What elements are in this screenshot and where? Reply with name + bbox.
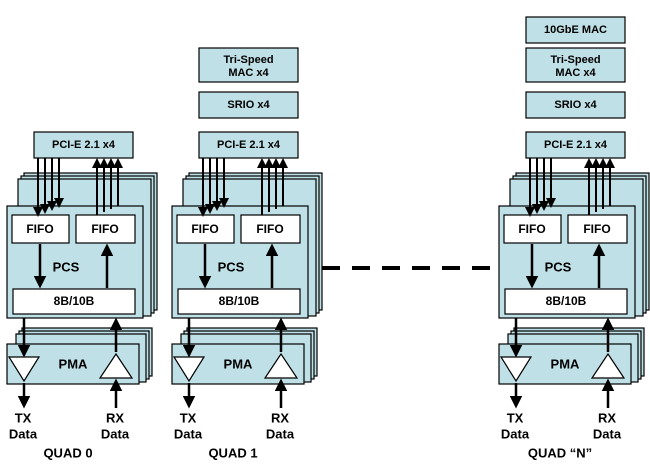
encoder-block — [12, 288, 136, 315]
top-block-label-line2: MAC x4 — [228, 67, 269, 79]
fifo-left — [503, 214, 562, 244]
encoder-label: 8B/10B — [219, 294, 260, 308]
fifo-left-label: FIFO — [191, 222, 218, 236]
tx-label: TX — [180, 410, 197, 425]
top-block — [198, 47, 299, 83]
rx-label: RX — [106, 410, 124, 425]
fifo-right — [567, 214, 628, 244]
encoder-label: 8B/10B — [546, 294, 587, 308]
pma-label: PMA — [59, 356, 89, 371]
pcs-label: PCS — [545, 259, 572, 274]
quad-label: QUAD 1 — [208, 445, 257, 460]
top-block-label-line2: MAC x4 — [555, 67, 596, 79]
tx-label: TX — [507, 410, 524, 425]
rx-label: RX — [271, 410, 289, 425]
fifo-right — [75, 214, 136, 244]
top-block-label: SRIO x4 — [227, 99, 270, 111]
quad-label: QUAD 0 — [43, 445, 92, 460]
top-block — [525, 16, 626, 44]
rx-receiver-triangle — [263, 352, 299, 379]
top-block-label: PCI-E 2.1 x4 — [52, 139, 116, 151]
pcs-label: PCS — [218, 259, 245, 274]
rx-receiver-triangle — [98, 352, 134, 379]
pma-label: PMA — [551, 356, 581, 371]
top-block — [525, 131, 626, 159]
tx-data-label: Data — [9, 426, 38, 441]
rx-data-label: Data — [101, 426, 130, 441]
encoder-block — [177, 288, 301, 315]
top-block — [198, 91, 299, 119]
top-block — [525, 91, 626, 119]
fifo-left — [176, 214, 235, 244]
fifo-left-label: FIFO — [518, 222, 545, 236]
fifo-left — [11, 214, 70, 244]
rx-label: RX — [598, 410, 616, 425]
rx-data-label: Data — [593, 426, 622, 441]
top-block — [198, 131, 299, 159]
rx-receiver-triangle — [590, 352, 626, 379]
top-block-label: PCI-E 2.1 x4 — [544, 139, 608, 151]
top-block-label: PCI-E 2.1 x4 — [217, 139, 281, 151]
tx-data-label: Data — [501, 426, 530, 441]
top-block-label-line1: Tri-Speed — [223, 54, 273, 66]
top-block-label-line1: Tri-Speed — [550, 54, 600, 66]
pma-label: PMA — [224, 356, 254, 371]
encoder-block — [504, 288, 628, 315]
fifo-right-label: FIFO — [91, 222, 118, 236]
tx-data-label: Data — [174, 426, 203, 441]
top-block-label: 10GbE MAC — [544, 24, 607, 36]
pcs-label: PCS — [53, 259, 80, 274]
tx-label: TX — [15, 410, 32, 425]
rx-data-label: Data — [266, 426, 295, 441]
top-block — [525, 47, 626, 83]
fifo-right — [240, 214, 301, 244]
fifo-right-label: FIFO — [256, 222, 283, 236]
top-block-label: SRIO x4 — [554, 99, 597, 111]
top-block — [33, 131, 134, 159]
encoder-label: 8B/10B — [54, 294, 95, 308]
fifo-right-label: FIFO — [583, 222, 610, 236]
quad-label: QUAD “N” — [528, 445, 592, 460]
fifo-left-label: FIFO — [26, 222, 53, 236]
